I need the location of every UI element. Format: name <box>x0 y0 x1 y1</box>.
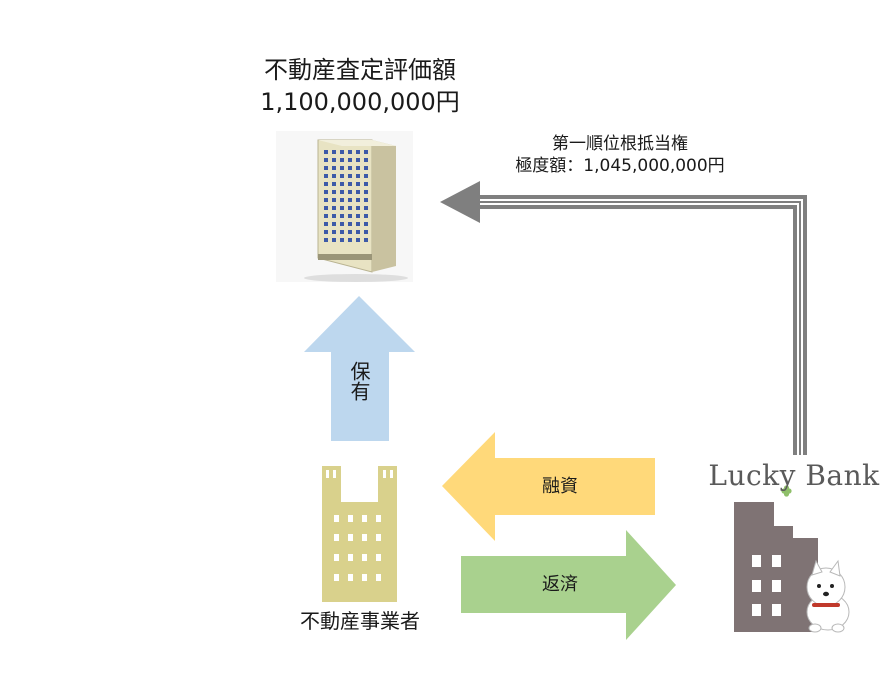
bank-name: Lucky Bank <box>708 459 880 492</box>
valuation-title: 不動産査定評価額 <box>264 56 456 84</box>
clover-icon <box>781 485 792 497</box>
lien-arrow <box>440 181 807 455</box>
valuation-amount: 1,100,000,000円 <box>260 88 460 116</box>
repay-label: 返済 <box>542 574 578 595</box>
own-arrow <box>304 296 415 441</box>
own-label: 保有 <box>347 361 371 401</box>
loan-label: 融資 <box>542 476 578 497</box>
loan-arrow <box>442 432 655 541</box>
office-tower-icon <box>276 131 413 282</box>
repay-arrow <box>461 530 676 640</box>
lien-label: 第一順位根抵当権 <box>552 134 688 154</box>
bank-building-icon <box>734 502 818 632</box>
westie-dog-icon <box>806 559 850 633</box>
developer-label: 不動産事業者 <box>300 609 420 633</box>
lien-amount: 極度額：1,045,000,000円 <box>515 156 725 176</box>
developer-building-icon <box>322 466 397 602</box>
